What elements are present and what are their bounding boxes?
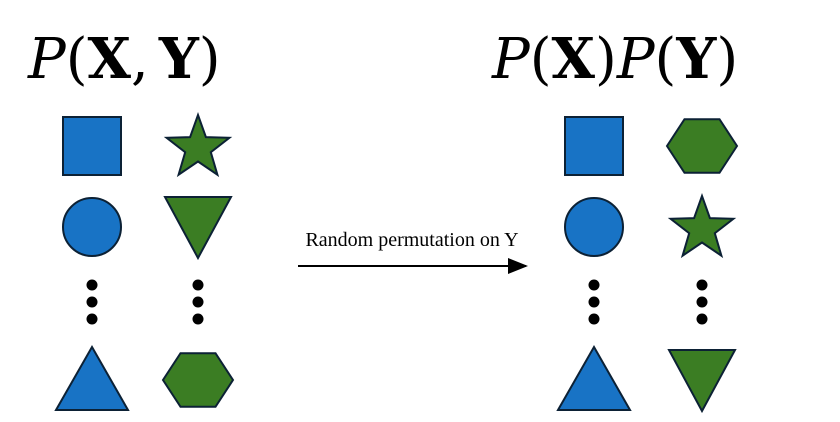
square-shape <box>564 116 624 176</box>
square-shape <box>62 116 122 176</box>
star-shape <box>163 112 233 178</box>
hexagon-shape <box>665 118 739 174</box>
arrow-label: Random permutation on Y <box>305 229 518 251</box>
left-y-column <box>161 112 235 408</box>
ellipsis-dots <box>86 279 98 325</box>
circle-shape <box>62 197 122 257</box>
circle-shape <box>564 197 624 257</box>
right-y-column <box>665 118 739 414</box>
triangle-down-shape <box>667 349 737 414</box>
left-title: P(X,Y) <box>27 26 221 92</box>
hexagon-shape <box>161 352 235 408</box>
star-shape <box>667 193 737 259</box>
right-x-column <box>556 116 632 411</box>
right-title: P(X)P(Y) <box>491 26 738 92</box>
triangle-up-shape <box>556 344 632 411</box>
ellipsis-dots <box>588 279 600 325</box>
ellipsis-dots <box>696 279 708 325</box>
triangle-up-shape <box>54 344 130 411</box>
ellipsis-dots <box>192 279 204 325</box>
triangle-down-shape <box>163 196 233 261</box>
left-x-column <box>54 116 130 411</box>
